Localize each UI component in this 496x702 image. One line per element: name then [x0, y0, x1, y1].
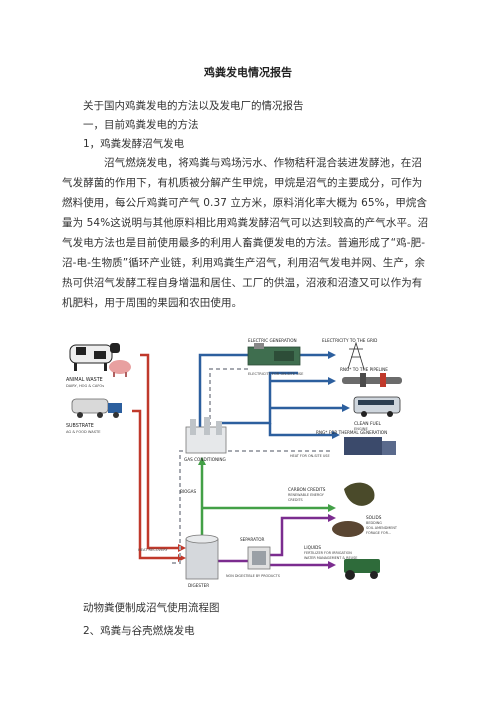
solids-sub1: BEDDING [366, 521, 382, 525]
gas-conditioning-label: GAS CONDITIONING [184, 457, 226, 462]
separator-sub: NON DIGESTIBLE BY PRODUCTS [226, 574, 280, 578]
carbon-credits-sub2: CREDITS [288, 498, 303, 502]
blue-arrow-thermal [332, 431, 340, 439]
biogas-flow-diagram: ANIMAL WASTE DAIRY, HOG & CAFOs SUBSTRAT… [66, 338, 402, 588]
soil-pile-icon [332, 521, 364, 537]
digester-label: DIGESTER [188, 583, 209, 588]
electricity-grid-label: ELECTRICITY TO THE GRID [322, 338, 377, 343]
purple-arrow-liquids [328, 561, 336, 569]
purple-byproduct-flow [218, 516, 328, 567]
carbon-credits-label: CARBON CREDITS [288, 487, 326, 492]
figure-caption: 动物粪便制成沼气使用流程图 [83, 602, 220, 614]
blue-energy-flow [198, 353, 342, 437]
separator-label: SEPARATOR [240, 537, 265, 542]
solids-label: SOLIDS [366, 515, 382, 520]
power-tower-icon [347, 341, 365, 370]
biogas-label: BIOGAS [180, 489, 197, 494]
generator-icon [247, 343, 301, 366]
solids-sub2: SOIL AMENDMENT [366, 526, 398, 530]
electricity-onsite-label: ELECTRICITY FOR ON-SITE USE [248, 372, 304, 376]
electric-generation-label: ELECTRIC GENERATION [248, 338, 297, 343]
separator-icon [247, 546, 271, 570]
liquids-label: LIQUIDS [304, 545, 321, 550]
section-heading: 一，目前鸡粪发电的方法 [83, 119, 199, 131]
cow-icon [69, 343, 120, 371]
solids-sub3: FORAGE FOR... [366, 531, 391, 535]
clean-fuel-label: CLEAN FUEL [354, 421, 381, 427]
intro-line: 关于国内鸡粪发电的方法以及发电厂的情况报告 [83, 100, 304, 112]
pig-icon [109, 360, 131, 377]
substrate-sub: AG & FOOD WASTE [66, 430, 101, 434]
bus-icon [353, 396, 401, 417]
truck-icon [71, 398, 122, 418]
animal-waste-label: ANIMAL WASTE [66, 377, 103, 383]
blue-arrow-grid [328, 351, 336, 359]
liquids-sub2: WATER MANAGEMENT & REUSE [304, 556, 357, 560]
carbon-credits-sub1: RENEWABLE ENERGY [288, 493, 325, 497]
gas-conditioning-icon [185, 417, 227, 454]
digester-icon [185, 534, 219, 580]
page-title: 鸡粪发电情况报告 [204, 66, 292, 79]
body-paragraph: 沼气燃烧发电，将鸡粪与鸡场污水、作物秸秆混合装进发酵池，在沼气发酵菌的作用下，有… [62, 157, 429, 309]
subsection-heading: 1，鸡粪发酵沼气发电 [83, 138, 185, 150]
clean-fuel-sub: ENGINE [354, 427, 368, 431]
green-biogas-flow [200, 465, 328, 543]
leaf-icon [344, 482, 375, 506]
red-waste-flow [132, 353, 178, 560]
liquids-sub1: FERTILIZER FOR IRRIGATION [304, 551, 352, 555]
green-arrow-credits [328, 504, 336, 512]
substrate-label: SUBSTRATE [66, 423, 94, 429]
purple-arrow-solids [328, 514, 336, 522]
thermal-label: RNG* FOR THERMAL GENERATION [316, 430, 387, 435]
blue-arrow-pipeline [328, 377, 336, 385]
pipeline-label: RNG* TO THE PIPELINE [340, 367, 388, 372]
gray-heat-flow [172, 368, 330, 564]
pipeline-icon [342, 373, 402, 387]
green-arrow-up [198, 457, 206, 465]
blue-arrow-fuel [342, 404, 350, 412]
heat-onsite-label: HEAT FOR ON-SITE USE [290, 454, 330, 458]
subsection-heading-2: 2、鸡粪与谷壳燃烧发电 [83, 625, 195, 637]
heat-recovery-label: HEAT RECOVERY [138, 548, 169, 552]
thermal-plant-icon [344, 437, 396, 455]
animal-waste-sub: DAIRY, HOG & CAFOs [66, 384, 104, 388]
tractor-icon [344, 559, 380, 580]
